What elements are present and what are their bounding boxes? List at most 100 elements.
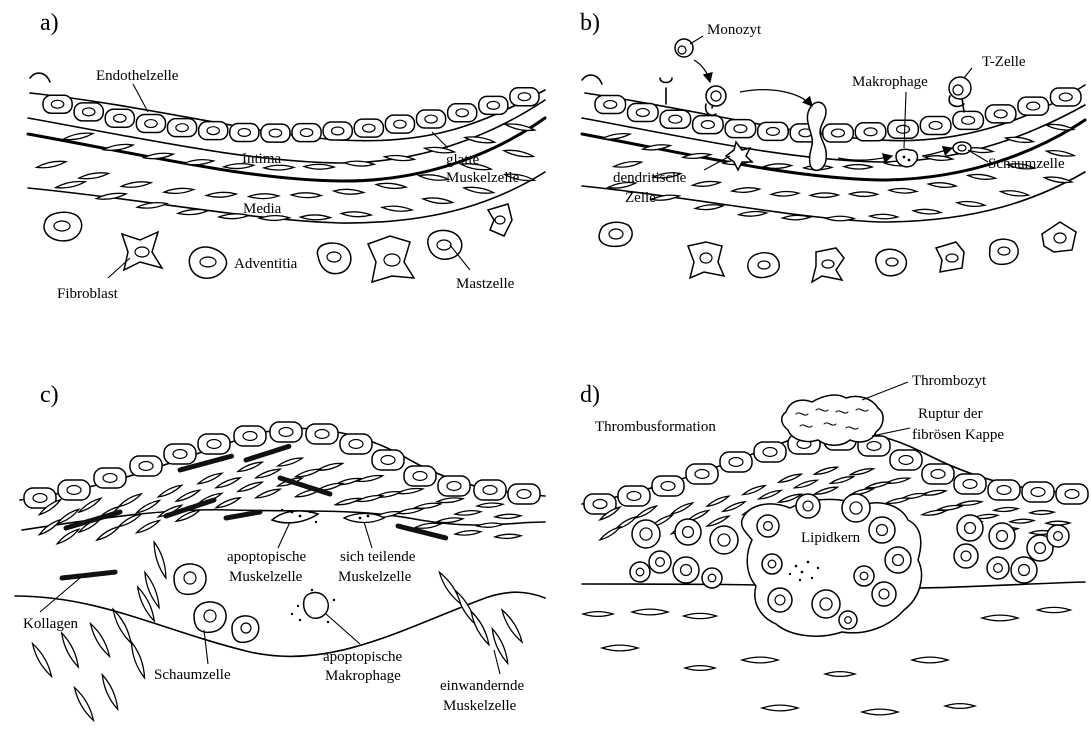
label-dendritische-2: Zelle <box>625 190 656 206</box>
label-glatte-1: glatte <box>446 152 480 168</box>
ptr-einwandernde <box>494 650 500 674</box>
endothelial-nucleus <box>447 482 461 491</box>
foam-cell-nucleus <box>1054 532 1063 541</box>
foam-cell-nucleus <box>1035 543 1046 554</box>
smooth-muscle-cell <box>692 181 720 186</box>
label-adventitia: Adventitia <box>234 256 298 272</box>
smooth-muscle-cell <box>471 611 489 645</box>
smooth-muscle-cell <box>495 514 521 518</box>
smooth-muscle-cell <box>437 518 463 523</box>
endothelial-nucleus <box>931 470 945 479</box>
endothelial-nucleus <box>701 121 714 129</box>
smooth-muscle-cell <box>602 134 630 140</box>
endothelial-nucleus <box>994 110 1007 118</box>
smooth-muscle-cell <box>137 203 167 208</box>
endothelial-nucleus <box>593 500 607 509</box>
label-dendritische-1: dendritische <box>613 170 687 186</box>
smooth-muscle-cell <box>743 486 765 495</box>
label-ruptur-2: fibrösen Kappe <box>912 427 1004 443</box>
label-media: Media <box>243 201 282 217</box>
smooth-muscle-cell <box>866 482 889 488</box>
label-apo-makro-2: Makrophage <box>325 668 401 684</box>
smooth-muscle-cell <box>492 629 507 664</box>
foam-cell-nucleus <box>683 527 694 538</box>
smooth-muscle-cell <box>415 503 441 508</box>
smooth-muscle-cell <box>764 164 792 169</box>
vessel-tip-left-b <box>582 75 602 84</box>
smooth-muscle-cell <box>632 609 668 615</box>
smooth-muscle-cell <box>945 704 975 709</box>
smooth-muscle-cell <box>815 467 838 474</box>
label-tzelle: T-Zelle <box>982 54 1026 70</box>
foam-cell-nucleus <box>636 568 644 576</box>
endothelial-nucleus <box>864 128 877 136</box>
endothelial-nucleus <box>279 428 293 437</box>
smooth-muscle-cell <box>1010 519 1034 523</box>
endothelial-nucleus <box>734 125 747 133</box>
smooth-muscle-cell <box>102 675 117 710</box>
label-lipidkern: Lipidkern <box>801 530 861 546</box>
smooth-muscle-cell <box>465 137 495 143</box>
smooth-muscle-cell <box>862 709 898 715</box>
endothelial-nucleus <box>207 127 219 135</box>
smooth-muscle-cell <box>671 503 692 514</box>
panel-b-letter: b) <box>580 10 600 36</box>
smooth-muscle-cell <box>810 193 838 197</box>
ptr-apo-makro <box>326 614 360 644</box>
macrophage-cell <box>896 149 917 167</box>
endothelial-nucleus <box>331 127 343 135</box>
endothelial-nucleus <box>349 440 363 449</box>
smooth-muscle-cell <box>176 490 200 501</box>
endothelial-nucleus <box>1031 488 1045 497</box>
endothelial-nucleus <box>661 482 675 491</box>
smooth-muscle-cell <box>771 192 799 197</box>
smooth-muscle-cell <box>382 206 412 211</box>
label-endothelzelle: Endothelzelle <box>96 68 179 84</box>
smooth-muscle-cell <box>256 469 280 478</box>
smooth-muscle-cell <box>1006 137 1034 142</box>
smooth-muscle-cell <box>886 498 909 503</box>
endothelial-nucleus <box>962 116 975 124</box>
foam-cell-nucleus <box>965 523 976 534</box>
endothelial-nucleus <box>867 442 881 451</box>
panel-a-letter: a) <box>40 10 59 36</box>
label-einwandernde-2: Muskelzelle <box>443 698 517 714</box>
smooth-muscle-cell <box>685 666 715 671</box>
smooth-muscle-cell <box>1001 191 1029 196</box>
smooth-muscle-cell <box>62 633 79 667</box>
smooth-muscle-cell <box>762 705 798 711</box>
endothelial-nucleus <box>173 450 187 459</box>
smooth-muscle-cell <box>477 503 503 507</box>
smooth-muscle-cell <box>825 672 855 677</box>
smooth-muscle-cell <box>119 494 142 507</box>
label-makrophage: Makrophage <box>852 74 928 90</box>
label-teilende-2: Muskelzelle <box>338 569 412 585</box>
foam-cell-nucleus <box>893 555 904 566</box>
foam-cell-nucleus <box>764 522 773 531</box>
foam-cell-nucleus <box>718 534 730 546</box>
smooth-muscle-cell <box>278 458 303 466</box>
monocyte-cells <box>675 39 726 115</box>
smooth-muscle-cell <box>504 150 533 156</box>
endothelial-nucleus <box>114 114 126 122</box>
smooth-muscle-cell <box>439 572 460 604</box>
smooth-muscle-cell <box>982 615 1018 621</box>
endothelial-nucleus <box>518 93 530 101</box>
smooth-muscle-cell <box>397 508 423 513</box>
panel-c: c) <box>15 382 545 720</box>
smooth-muscle-cell <box>922 510 946 515</box>
panel-c-letter: c) <box>40 382 59 408</box>
endothelial-nucleus <box>1065 490 1079 499</box>
smooth-muscle-cell <box>913 209 941 214</box>
label-apo-makro-1: apoptopische <box>323 649 402 665</box>
endothelial-nucleus <box>363 124 375 132</box>
smooth-muscle-cell <box>63 133 92 139</box>
smooth-muscle-cell <box>113 609 131 643</box>
smooth-muscle-cell <box>256 489 280 498</box>
smooth-muscle-cell <box>304 164 334 169</box>
ptr-glatte <box>432 132 448 148</box>
label-monozyt: Monozyt <box>707 22 762 38</box>
ptr-schaumzelle-c <box>204 630 208 664</box>
label-apo-muskel-1: apoptopische <box>227 549 306 565</box>
